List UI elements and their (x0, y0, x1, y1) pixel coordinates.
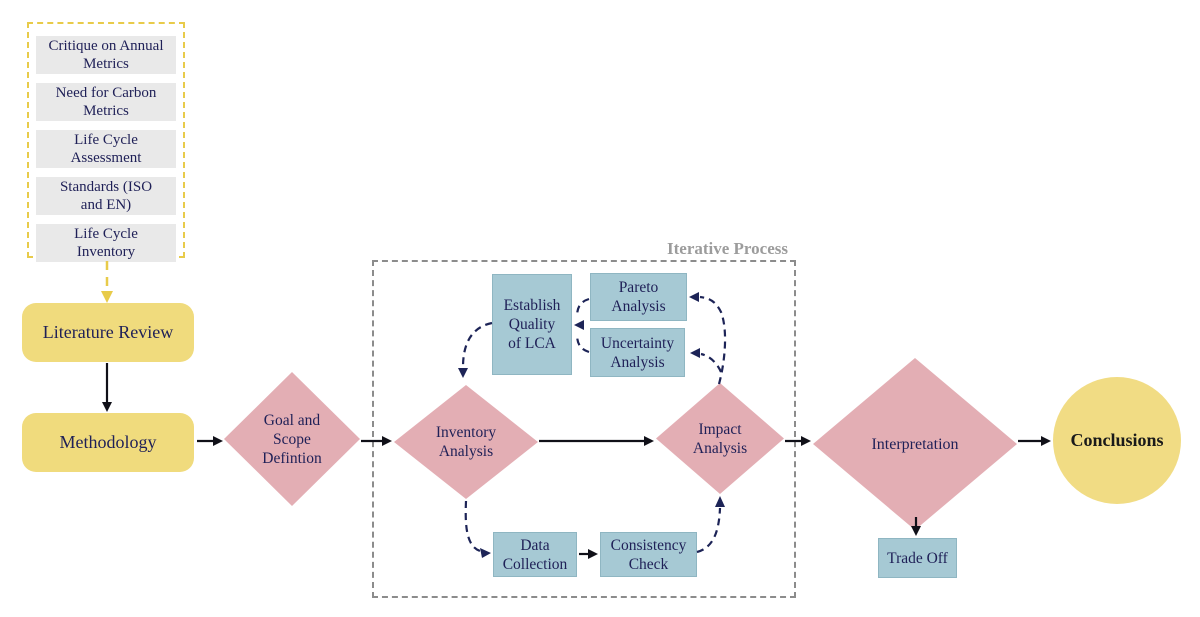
node-conclusions: Conclusions (1053, 377, 1181, 504)
iterative-process-label: Iterative Process (667, 239, 788, 258)
iterative-process-container: Iterative Process (372, 239, 796, 598)
node-methodology: Methodology (22, 413, 194, 472)
node-goal-and-scope-definition: Goal and Scope Defintion (224, 372, 360, 506)
node-establish-quality-of-lca: Establish Quality of LCA (492, 274, 572, 375)
node-uncertainty-analysis: Uncertainty Analysis (590, 328, 685, 377)
node-trade-off: Trade Off (878, 538, 957, 578)
node-literature-review: Literature Review (22, 303, 194, 362)
topic-life-cycle-inventory: Life Cycle Inventory (36, 224, 176, 262)
node-pareto-analysis: Pareto Analysis (590, 273, 687, 321)
topic-standards-iso-en: Standards (ISO and EN) (36, 177, 176, 215)
node-consistency-check: Consistency Check (600, 532, 697, 577)
arrowhead-topics-to-literature (101, 291, 113, 303)
topic-need-carbon-metrics: Need for Carbon Metrics (36, 83, 176, 121)
literature-topics-panel: Critique on Annual Metrics Need for Carb… (27, 22, 185, 262)
topic-life-cycle-assessment: Life Cycle Assessment (36, 130, 176, 168)
topic-critique-annual-metrics: Critique on Annual Metrics (36, 36, 176, 74)
node-interpretation: Interpretation (813, 358, 1017, 530)
node-data-collection: Data Collection (493, 532, 577, 577)
